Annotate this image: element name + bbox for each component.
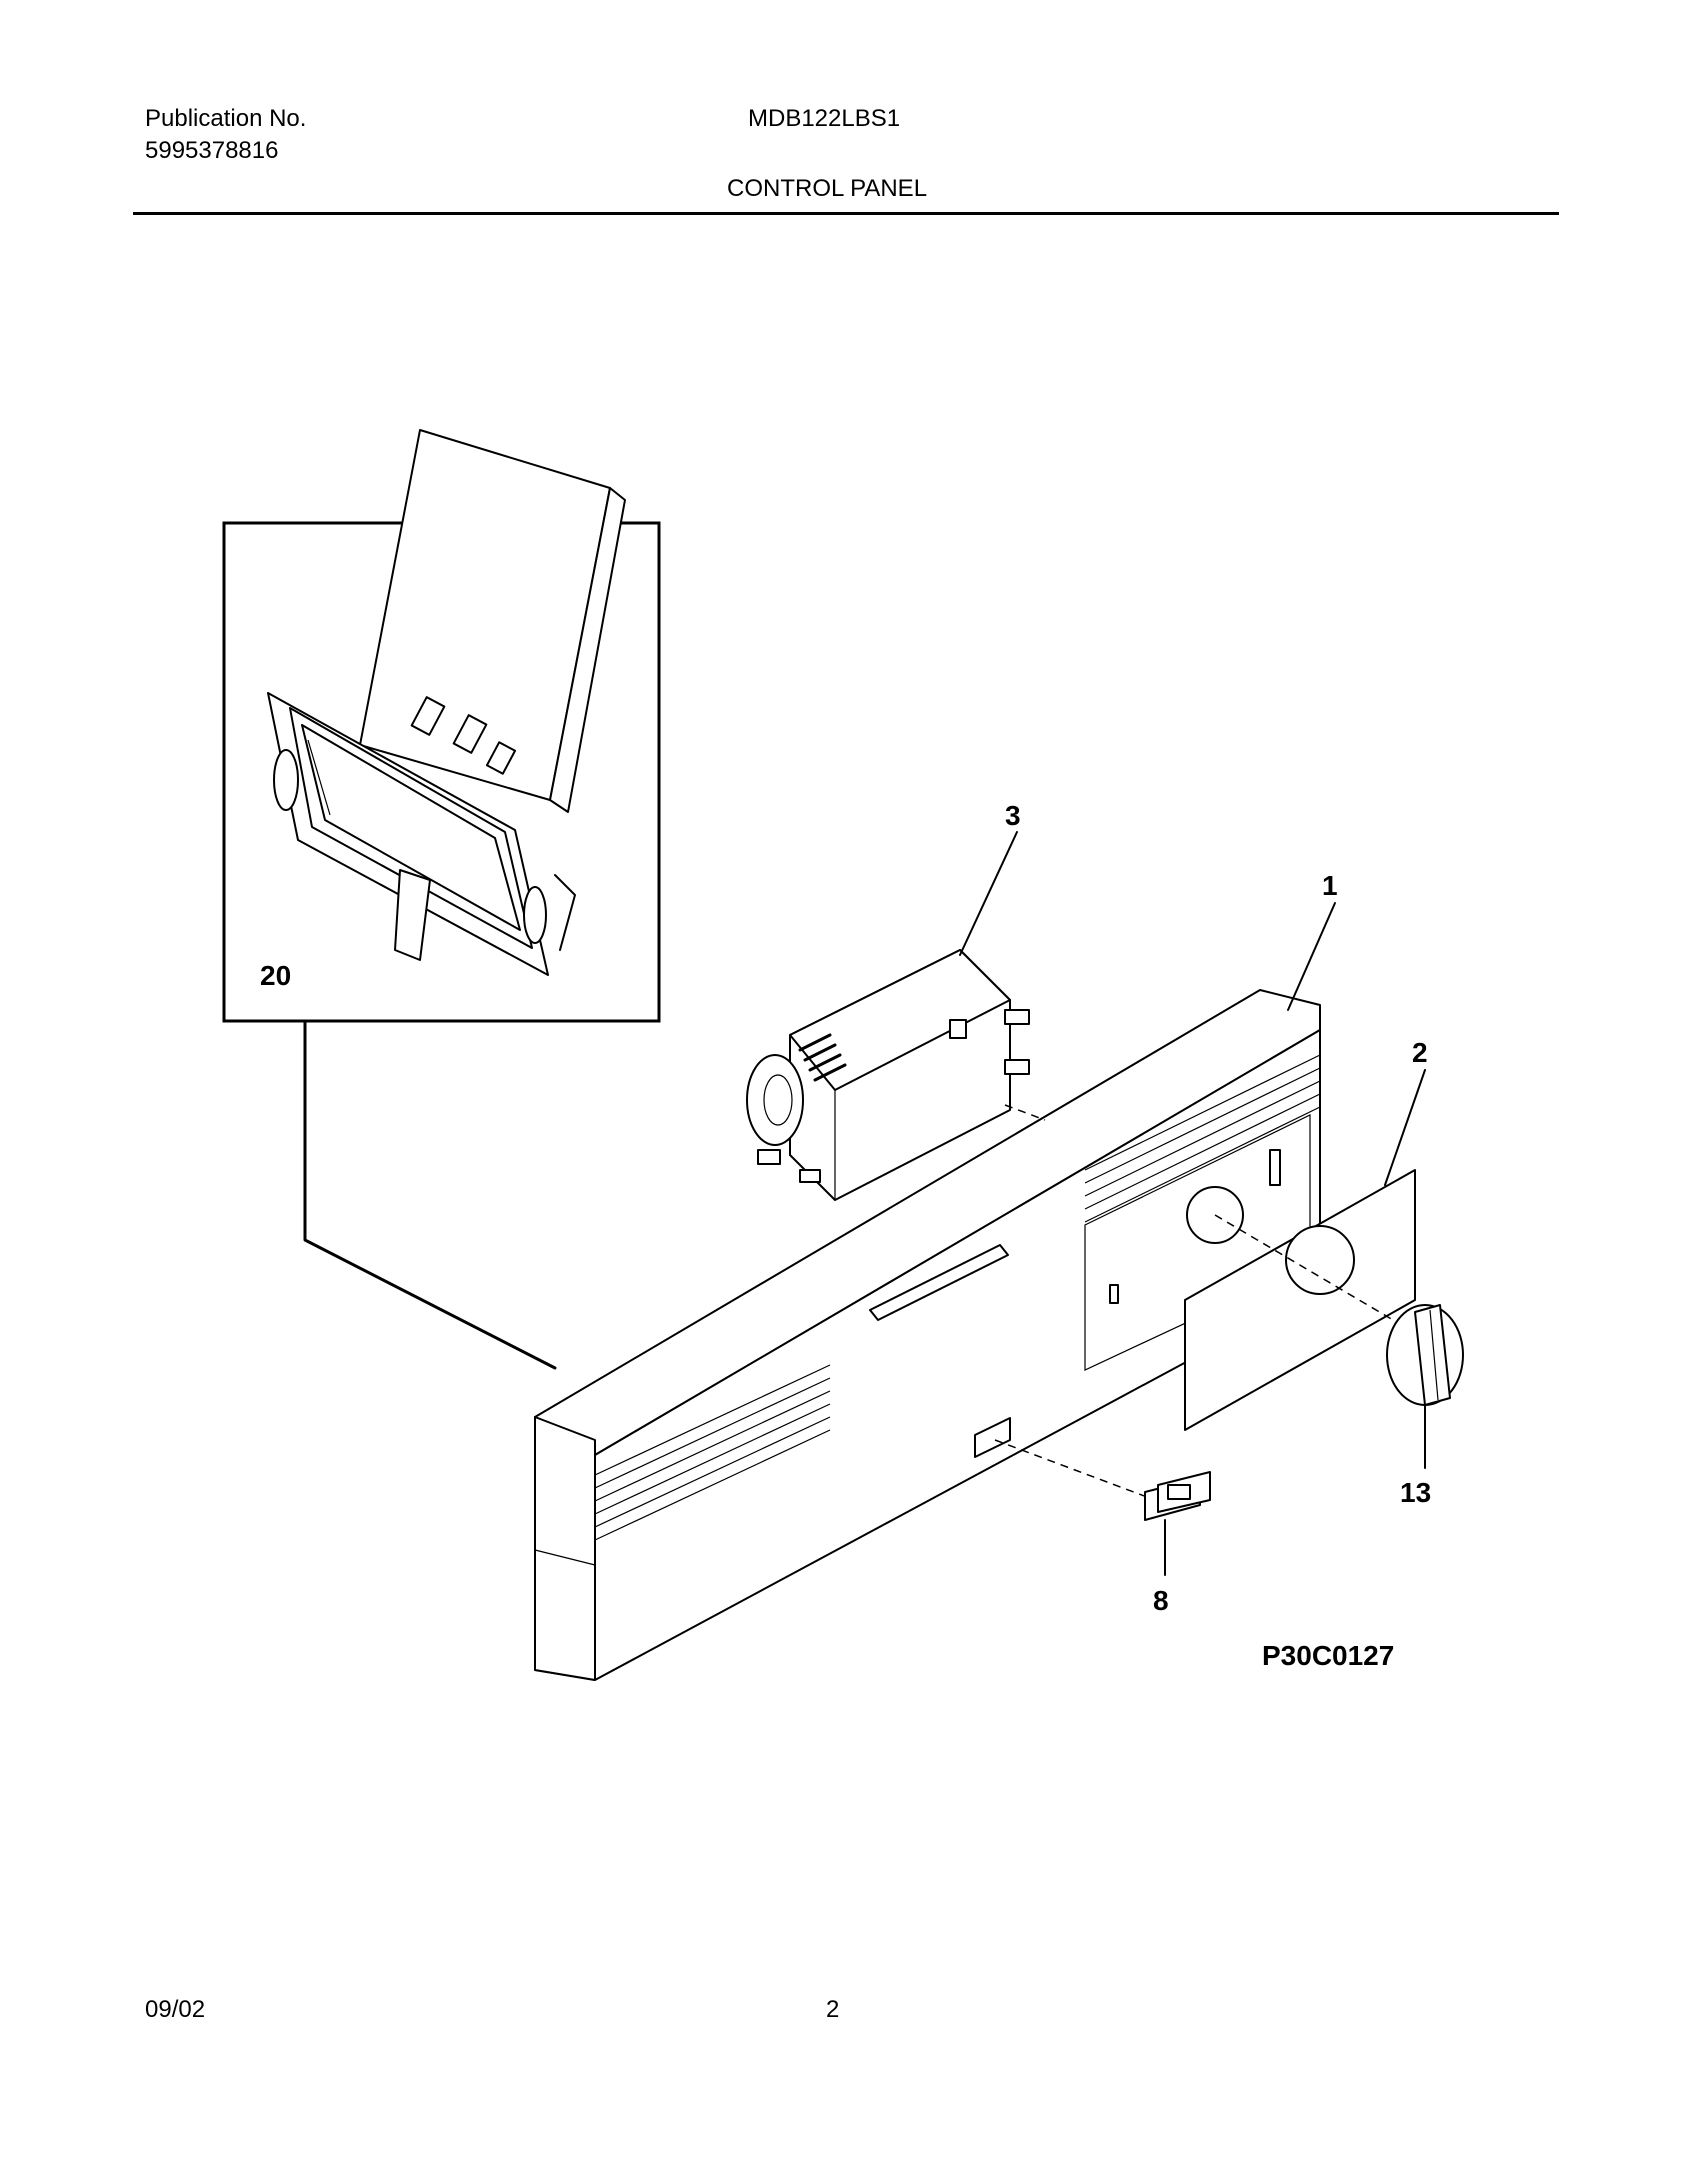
callout-2: 2 [1412, 1037, 1428, 1068]
rocker-switch [1144, 1471, 1211, 1521]
control-knob [1386, 1304, 1464, 1406]
console-vents-left [594, 1364, 831, 1541]
inset-box: 20 [222, 429, 661, 1023]
callout-3: 3 [1005, 800, 1021, 831]
control-overlay [1184, 1169, 1416, 1431]
footer-date: 09/02 [145, 1996, 206, 2023]
callout-1: 1 [1322, 870, 1338, 901]
timer-assembly [746, 949, 1030, 1201]
alignment-line-switch [994, 1439, 1156, 1501]
control-console [534, 989, 1321, 1681]
alignment-line-knob [1214, 1214, 1411, 1331]
callout-8: 8 [1153, 1585, 1169, 1616]
alignment-line-timer [1004, 1104, 1046, 1121]
drawing-code: P30C0127 [1262, 1640, 1394, 1671]
publication-label: Publication No. [145, 105, 307, 132]
model-number: MDB122LBS1 [748, 105, 901, 132]
publication-number: 5995378816 [145, 137, 279, 164]
console-vents-right [1084, 1054, 1321, 1223]
section-title: CONTROL PANEL [727, 175, 928, 202]
dispenser-illustration [267, 429, 626, 976]
leader-3 [959, 831, 1018, 956]
leader-1 [1287, 902, 1336, 1011]
inset-leader-line [303, 1019, 557, 1370]
header-rule [133, 212, 1559, 215]
callout-20: 20 [260, 960, 291, 991]
leader-2 [1384, 1069, 1426, 1186]
footer-page-number: 2 [826, 1996, 840, 2023]
callout-13: 13 [1400, 1477, 1431, 1508]
